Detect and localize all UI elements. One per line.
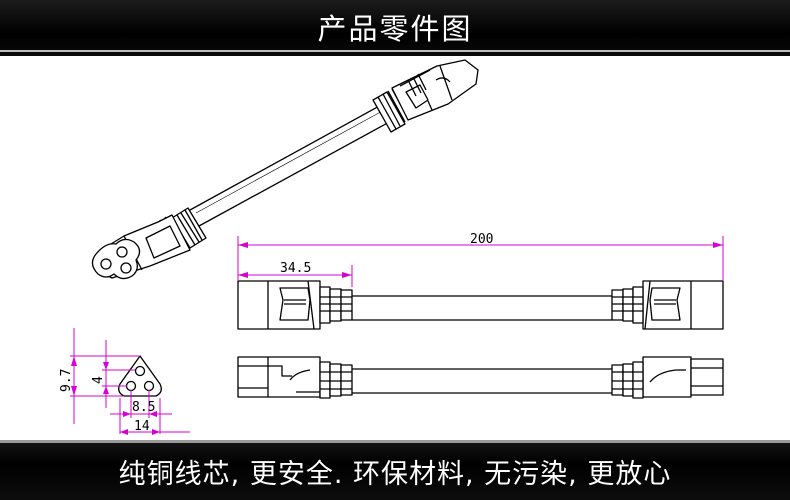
dim-label-pin-spacing: 8.5 bbox=[132, 400, 155, 415]
dimension-lines bbox=[70, 236, 724, 435]
dim-label-overall-length: 200 bbox=[470, 232, 493, 247]
front-face-view bbox=[118, 355, 162, 397]
dim-label-face-width: 14 bbox=[134, 419, 150, 434]
parts-drawing: 200 34.5 9.7 4 8.5 14 bbox=[59, 59, 724, 435]
dim-label-face-height: 9.7 bbox=[59, 369, 74, 392]
isometric-cable-view bbox=[91, 59, 479, 280]
footer-divider bbox=[0, 440, 790, 443]
header-divider bbox=[0, 50, 790, 52]
header-bar: 产品零件图 bbox=[0, 0, 790, 56]
dim-label-pin-offset: 4 bbox=[91, 376, 106, 384]
page-title: 产品零件图 bbox=[317, 12, 473, 46]
top-view bbox=[237, 280, 724, 330]
footer-slogan: 纯铜线芯, 更安全. 环保材料, 无污染, 更放心 bbox=[118, 459, 672, 490]
footer-bar: 纯铜线芯, 更安全. 环保材料, 无污染, 更放心 bbox=[0, 440, 790, 500]
dim-label-plug-length: 34.5 bbox=[280, 261, 311, 276]
side-view bbox=[237, 356, 724, 399]
